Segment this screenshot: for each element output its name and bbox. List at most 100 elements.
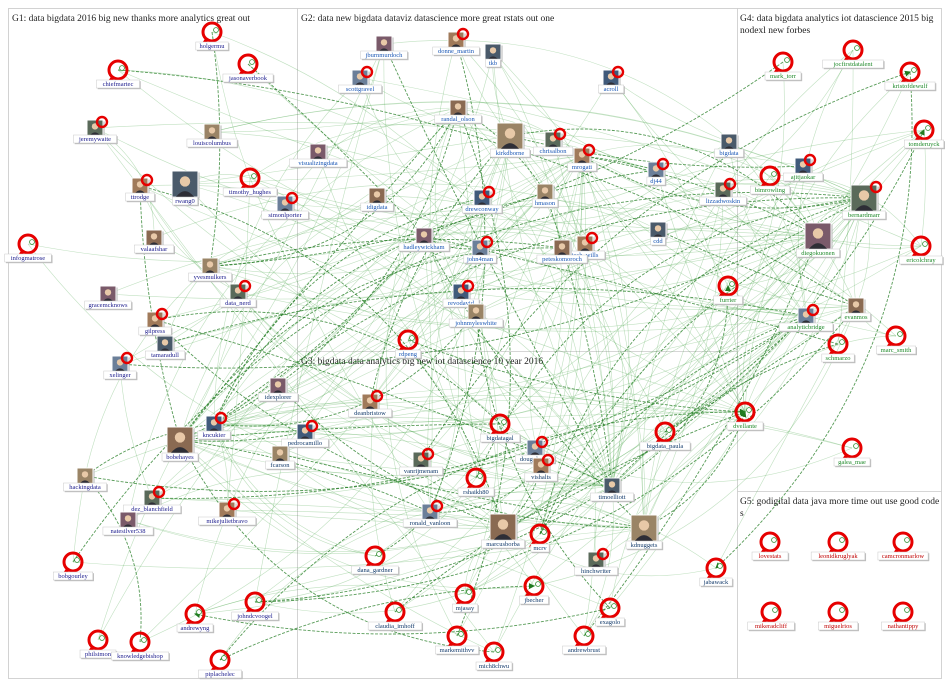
node-gracemcknows[interactable]: gracemcknows <box>84 285 133 311</box>
node-jasonaverbook[interactable]: jasonaverbook <box>222 53 275 84</box>
node-donne-martin[interactable]: donne_martin <box>432 27 481 57</box>
node-bigdatagal[interactable]: bigdatagal <box>480 413 521 444</box>
node-camcronmarlow[interactable]: camcronmarlow <box>877 531 930 562</box>
node-furrier[interactable]: furrier <box>713 275 744 306</box>
node-knowledgebishop[interactable]: knowledgebishop <box>111 631 170 662</box>
node-scottgravel[interactable]: scottgravel <box>338 65 383 95</box>
node-idigdata[interactable]: idigdata <box>360 187 395 213</box>
node-visualizingdata[interactable]: visualizingdata <box>289 143 348 169</box>
node-jburnmurdoch[interactable]: jburnmurdoch <box>360 35 409 61</box>
node-kdnuggets[interactable]: kdnuggets <box>625 514 664 551</box>
node-kncukier[interactable]: kncukier <box>197 411 232 441</box>
node-chiefmartec[interactable]: chiefmartec <box>96 59 141 90</box>
node-data-nerd[interactable]: data_nerd <box>219 279 258 309</box>
node-tamaradull[interactable]: tamaradull <box>145 335 186 361</box>
node-hinchwriter[interactable]: hinchwriter <box>574 547 619 577</box>
node-kirkdborne[interactable]: kirkdborne <box>490 122 531 159</box>
node-valaafshar[interactable]: valaafshar <box>134 229 175 255</box>
node-mjasay[interactable]: mjasay <box>452 583 479 614</box>
node-vishalts[interactable]: vishalts <box>524 453 559 483</box>
node-ttrodge[interactable]: ttrodge <box>125 173 156 203</box>
node-johnmyleswhite[interactable]: johnmyleswhite <box>448 303 505 329</box>
node-louiscolumbus[interactable]: louiscolumbus <box>186 123 239 149</box>
node-kristofdewulf[interactable]: kristofdewulf <box>884 61 937 92</box>
node-lizzadwoskin[interactable]: lizzadwoskin <box>699 177 748 207</box>
node-schmarzo[interactable]: schmarzo <box>821 333 856 364</box>
node-deanbristow[interactable]: deanbristow <box>348 389 393 419</box>
node-idexplorer[interactable]: idexplorer <box>258 377 299 403</box>
node-bernardmarr[interactable]: bernardmarr <box>842 180 887 221</box>
node-andrewyng[interactable]: andrewyng <box>176 603 215 634</box>
node-bimrowling[interactable]: bimrowling <box>750 165 791 196</box>
node-hmason[interactable]: hmason <box>532 183 559 209</box>
node-jeremywaite[interactable]: jeremywaite <box>73 115 118 145</box>
node-ronald-vanloon[interactable]: ronald_vanloon <box>402 499 459 529</box>
node-tomderuyck[interactable]: tomderuyck <box>904 119 945 150</box>
node-hackingdata[interactable]: hackingdata <box>63 467 108 493</box>
node-randal-olson[interactable]: randal_olson <box>434 99 483 125</box>
node-galea-mae[interactable]: galea_mae <box>833 437 872 468</box>
node-mark-torr[interactable]: mark_torr <box>764 51 803 82</box>
node-fcarson[interactable]: fcarson <box>265 445 296 471</box>
node-dvellante[interactable]: dvellante <box>726 401 765 432</box>
node-tkb[interactable]: tkb <box>484 43 503 69</box>
node-chrisalbon[interactable]: chrisalbon <box>533 127 574 157</box>
node-marc-smith[interactable]: marc_smith <box>876 325 917 356</box>
node-leonidkruglyak[interactable]: leonidkruglyak <box>810 531 867 562</box>
node-mikejulietbravo[interactable]: mikejulietbravo <box>198 497 257 527</box>
node-rwang0[interactable]: rwang0 <box>171 170 200 207</box>
node-johndcvoogel[interactable]: johndcvoogel <box>231 591 280 622</box>
node-jocfirstdatalent[interactable]: jocfirstdatalent <box>822 39 885 70</box>
node-markemithvv[interactable]: markemithvv <box>435 625 480 656</box>
node-ajitjaokar[interactable]: ajitjaokar <box>783 153 824 183</box>
node-hadleywickham[interactable]: hadleywickham <box>398 227 451 253</box>
node-exagolo[interactable]: exagolo <box>595 597 626 628</box>
node-infogmatrose[interactable]: infogmatrose <box>4 233 53 264</box>
node-dez-blanchfield[interactable]: dez_blanchfield <box>123 485 182 515</box>
node-mrogati[interactable]: mrogati <box>567 143 598 173</box>
node-cdd[interactable]: cdd <box>649 221 668 247</box>
node-rshaikh80[interactable]: rshaikh80 <box>457 467 496 498</box>
node-nathantippy[interactable]: nathantippy <box>881 601 926 632</box>
node-mcrv[interactable]: mcrv <box>529 523 551 554</box>
node-gilpress[interactable]: gilpress <box>138 307 173 337</box>
node-ericolchray[interactable]: ericolchray <box>899 235 944 266</box>
node-holgermu[interactable]: holgermu <box>195 21 230 52</box>
node-marcusborba[interactable]: marcusborba <box>481 513 526 550</box>
node-xelinger[interactable]: xelinger <box>103 351 138 381</box>
node-john4man[interactable]: john4man <box>463 235 498 265</box>
node-rdpeng[interactable]: rdpeng <box>395 329 422 360</box>
node-simonlporter[interactable]: simonlporter <box>261 191 310 221</box>
node-bobgourley[interactable]: bobgourley <box>53 551 94 582</box>
node-acroll[interactable]: acroll <box>598 65 625 95</box>
node-analyticbridge[interactable]: analyticbridge <box>778 303 835 333</box>
node-bigdata[interactable]: bigdata <box>714 133 745 159</box>
node-dj44[interactable]: dj44 <box>646 157 670 187</box>
node-claudia-imhoff[interactable]: claudia_imhoff <box>367 601 424 632</box>
node-label: mrogati <box>572 164 592 171</box>
node-miguelrios[interactable]: miguelrios <box>818 601 859 632</box>
node-bigdata-paula[interactable]: bigdata_paula <box>639 421 692 452</box>
node-diegokuonen[interactable]: diegokuonen <box>796 222 841 259</box>
node-revodavid[interactable]: revodavid <box>442 279 481 309</box>
node-philsimon[interactable]: philsimon <box>79 629 118 660</box>
node-andrewbrust[interactable]: andrewbrust <box>562 625 607 656</box>
node-natesilver538[interactable]: natesilver538 <box>102 511 155 537</box>
node-lovestats[interactable]: lovestats <box>751 531 790 562</box>
node-timoelliott[interactable]: timoelliott <box>590 477 635 503</box>
node-mich8chwu[interactable]: mich8chwu <box>475 641 514 672</box>
node-vanrijmenam[interactable]: vanrijmenam <box>399 447 444 477</box>
node-drewconway[interactable]: drewconway <box>462 185 503 215</box>
node-jbecher[interactable]: jbecher <box>519 575 550 606</box>
node-timothy-hughes[interactable]: timothy_hughes <box>222 167 279 198</box>
node-dana-gardner[interactable]: dana_gardner <box>351 545 400 576</box>
node-jabawack[interactable]: jabawack <box>699 557 734 588</box>
node-pedrocamillo[interactable]: pedrocamillo <box>281 419 330 449</box>
node-bobehayes[interactable]: bobehayes <box>161 426 200 463</box>
node-yvesmulkers[interactable]: yvesmulkers <box>188 257 233 283</box>
profile-photo-icon <box>573 143 596 166</box>
node-piplachelec[interactable]: piplachelec <box>198 649 243 680</box>
node-evanmos[interactable]: evanmos <box>841 297 872 323</box>
node-mikeradcliff[interactable]: mikeradcliff <box>747 601 796 632</box>
node-peteskomoroch[interactable]: peteskomoroch <box>536 239 589 265</box>
